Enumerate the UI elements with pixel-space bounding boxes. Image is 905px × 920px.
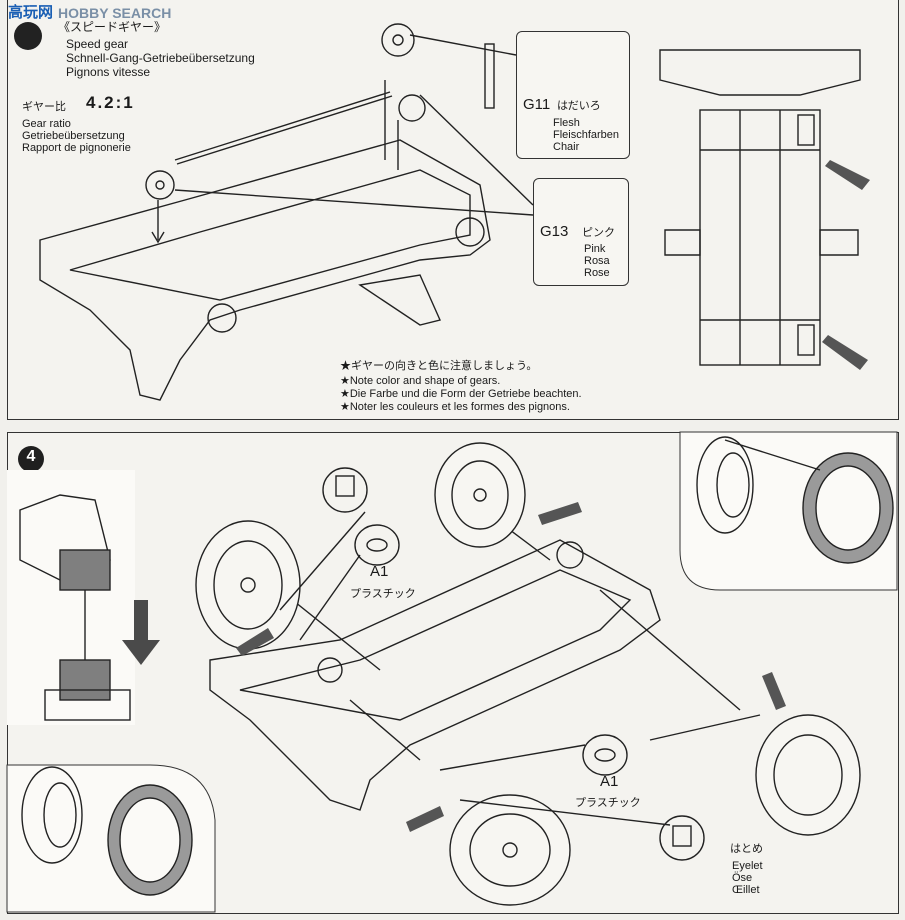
step4-panel (7, 432, 899, 914)
part-color-en: Flesh (553, 117, 580, 129)
part-color-de: Fleischfarben (553, 129, 620, 141)
note-line: ★Noter les couleurs et les formes des pi… (340, 401, 570, 413)
gear-ratio-fr: Rapport de pignonerie (22, 142, 131, 154)
eyelet-label-jp: はとめ (730, 843, 763, 855)
tire-code: C2 (752, 542, 772, 559)
step-number-badge (14, 22, 42, 50)
spacer-code: A1 (600, 773, 619, 790)
note-line: ★Die Farbe und die Form der Getriebe bea… (340, 388, 582, 400)
part-code: G13 (540, 223, 569, 240)
step3-title-en: Speed gear (66, 37, 129, 51)
part-color-en: Pink (584, 243, 606, 255)
step3-title-de: Schnell-Gang-Getriebeübersetzung (66, 51, 255, 65)
gear-ratio-label-jp: ギヤー比 (22, 101, 66, 113)
wheel-code: B2 (708, 542, 727, 559)
spacer-code: A1 (370, 563, 389, 580)
tire-code: C1 (70, 856, 90, 873)
gear-ratio-en: Gear ratio (22, 118, 71, 130)
gear-ratio-de: Getriebeübersetzung (22, 130, 125, 142)
spacer-material-jp: プラスチック (575, 797, 641, 809)
step4-number: 4 (26, 448, 36, 465)
gear-ratio-value: 4.2:1 (86, 93, 135, 112)
eyelet-label-de: Öse (732, 872, 753, 884)
part-callout-g11: G11 はだいろ Flesh Fleischfarben Chair (516, 31, 630, 159)
part-color-fr: Rose (584, 267, 610, 279)
spacer-material-jp: プラスチック (350, 588, 416, 600)
part-code: G11 (523, 96, 551, 113)
watermark-en: HOBBY SEARCH (58, 5, 172, 21)
eyelet-label-en: Eyelet (732, 860, 763, 872)
watermark-logo: 高玩网 HOBBY SEARCH (8, 4, 171, 26)
part-color-de: Rosa (584, 255, 610, 267)
step3-title-fr: Pignons vitesse (66, 65, 151, 79)
part-color-fr: Chair (553, 141, 580, 153)
eyelet-label-fr: Œillet (732, 884, 760, 896)
wheel-code: B1 (32, 856, 51, 873)
part-color-jp: はだいろ (557, 100, 601, 112)
note-line: ★Note color and shape of gears. (340, 375, 501, 387)
part-callout-g13: G13 ピンク Pink Rosa Rose (533, 178, 629, 286)
part-color-jp: ピンク (582, 227, 615, 239)
step3-title-jp: 《スピードギヤー》 (58, 20, 167, 34)
step4-number-badge: 4 (18, 446, 44, 472)
watermark-cjk: 高玩网 (8, 4, 54, 21)
note-line: ★ギヤーの向きと色に注意しましょう。 (340, 360, 538, 372)
